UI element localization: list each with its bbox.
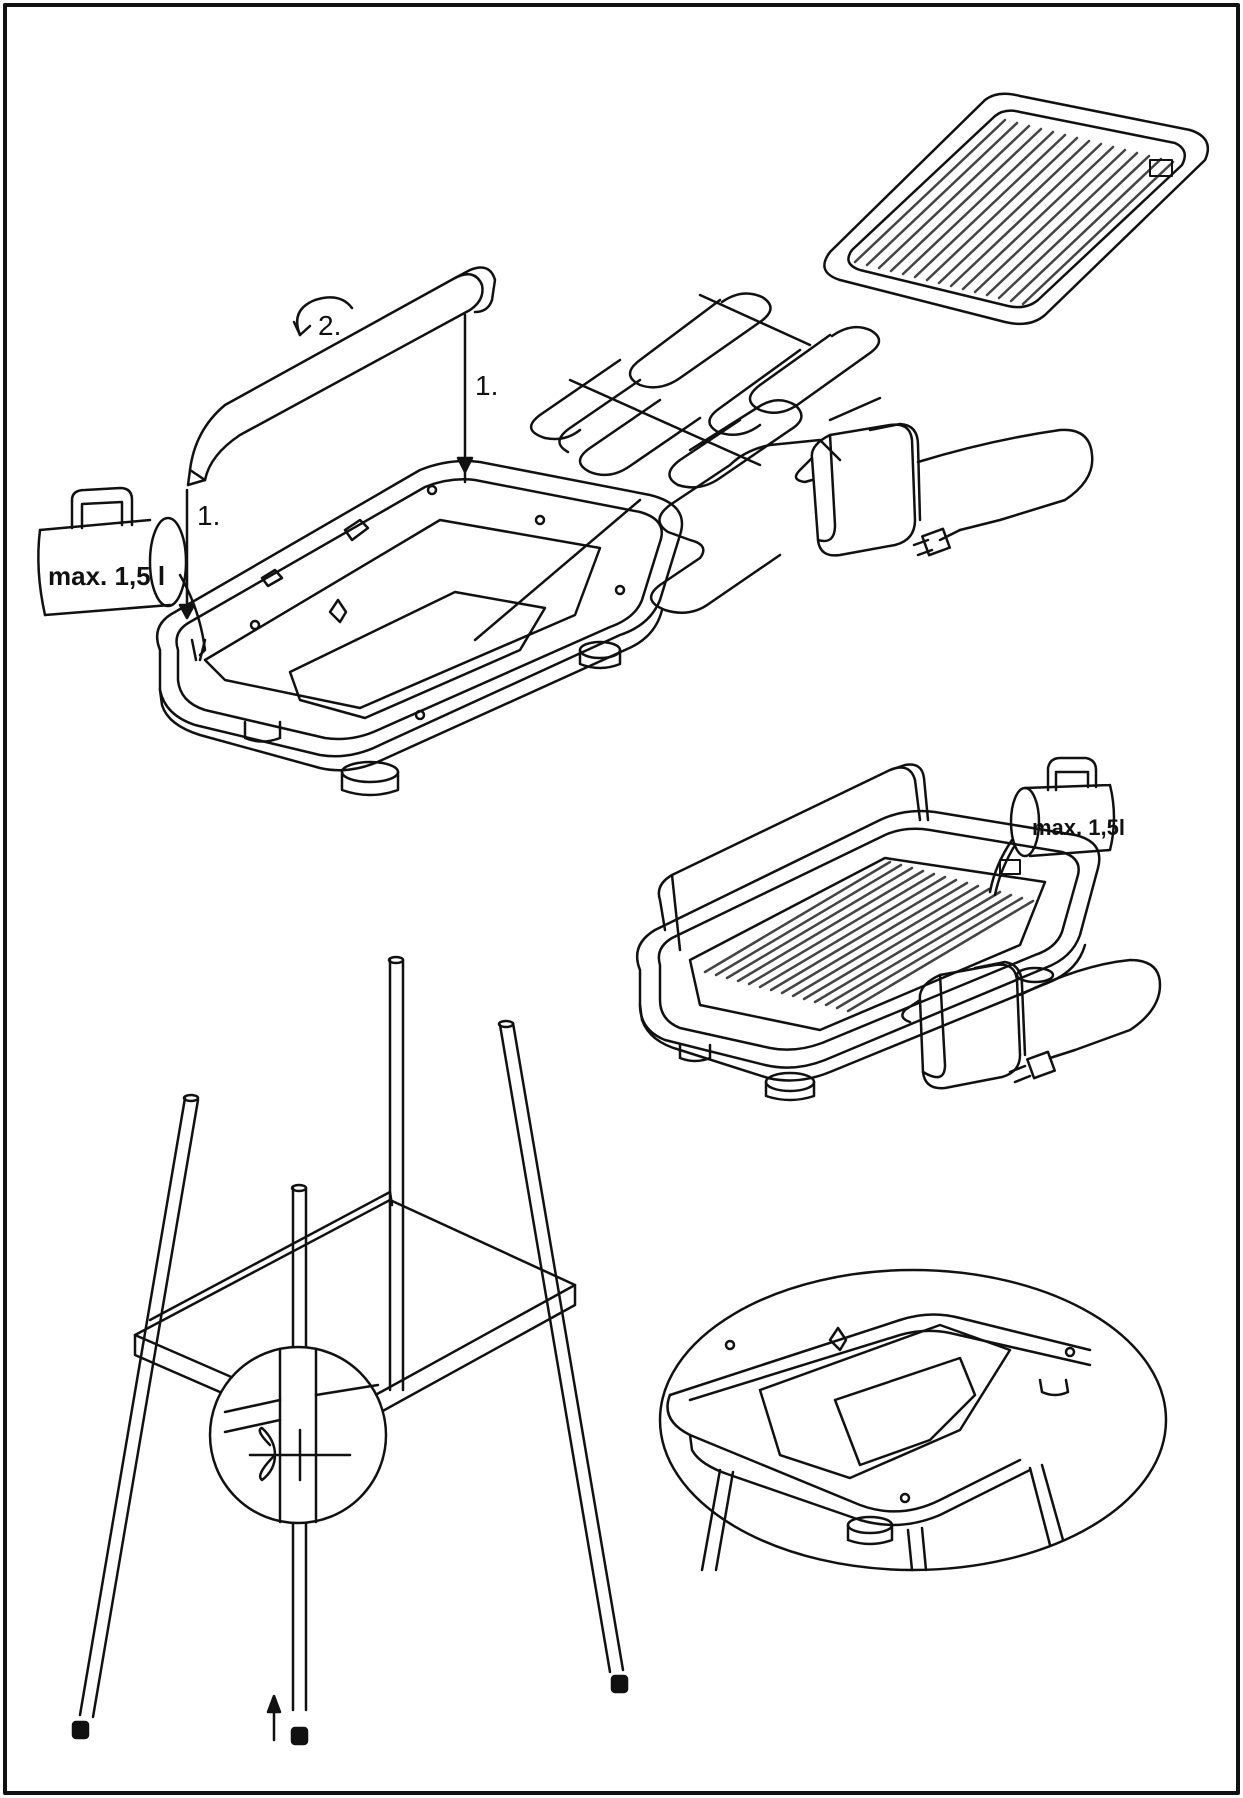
grate-bar (925, 136, 1079, 282)
grate-bar (853, 118, 1007, 264)
grate-bar (736, 869, 925, 983)
leg-cap (290, 1726, 309, 1746)
grate-bar (949, 142, 1103, 288)
cup-capacity-label: max. 1,5 l (48, 561, 165, 591)
grate-bar (747, 872, 936, 986)
grate-bar (985, 151, 1139, 297)
leg-cap (71, 1720, 90, 1740)
grate-bar (865, 121, 1019, 267)
grate-bar (802, 887, 991, 1001)
assembled-grill (635, 763, 1101, 1102)
grate-bar (846, 899, 1035, 1013)
assembled-power-cord (1008, 958, 1162, 1084)
four-leg-stand (71, 955, 629, 1746)
power-cord (912, 428, 1094, 557)
assembled-cup-capacity-label: max. 1,5l (1032, 815, 1125, 840)
grate-bar (758, 875, 947, 989)
wing-screw-icon (258, 1426, 277, 1482)
grate-bar (901, 130, 1055, 276)
arrow-step-1-right (456, 313, 474, 474)
grate-bar (877, 124, 1031, 270)
measuring-cup (37, 486, 207, 662)
grill-grate (823, 92, 1210, 326)
grate-bar (937, 139, 1091, 285)
grate-bar (1021, 160, 1175, 306)
grate-marker-icon (1149, 159, 1173, 177)
stand-attachment-detail (658, 1268, 1168, 1572)
grate-bar (813, 890, 1002, 1004)
leg-cap (610, 1674, 629, 1694)
grate-bar (791, 884, 980, 998)
grate-bar (725, 866, 914, 980)
assembled-measuring-cup (988, 756, 1116, 897)
drip-tray-base (155, 459, 684, 797)
grate-marker-icon-2 (999, 859, 1021, 875)
grate-bar (824, 893, 1013, 1007)
thermostat-unit (794, 422, 922, 557)
step-1-left-label: 1. (197, 500, 220, 531)
page-frame (3, 3, 1240, 1795)
grate-bar (703, 860, 892, 974)
grate-bar (961, 145, 1115, 291)
step-2-label: 2. (318, 310, 341, 341)
assembled-thermostat (901, 960, 1027, 1090)
rotate-arrow (292, 296, 354, 337)
grate-bar (780, 881, 969, 995)
grate-bar (973, 148, 1127, 294)
windshield-handle (186, 266, 497, 487)
grate-bar (769, 878, 958, 992)
heating-coil (530, 292, 882, 615)
grate-bar (889, 127, 1043, 273)
grate-bar (835, 896, 1024, 1010)
grate-bar (1009, 157, 1163, 303)
step-1-right-label: 1. (475, 370, 498, 401)
grate-bar (714, 863, 903, 977)
grate-bar (997, 154, 1151, 300)
grate-bar (913, 133, 1067, 279)
